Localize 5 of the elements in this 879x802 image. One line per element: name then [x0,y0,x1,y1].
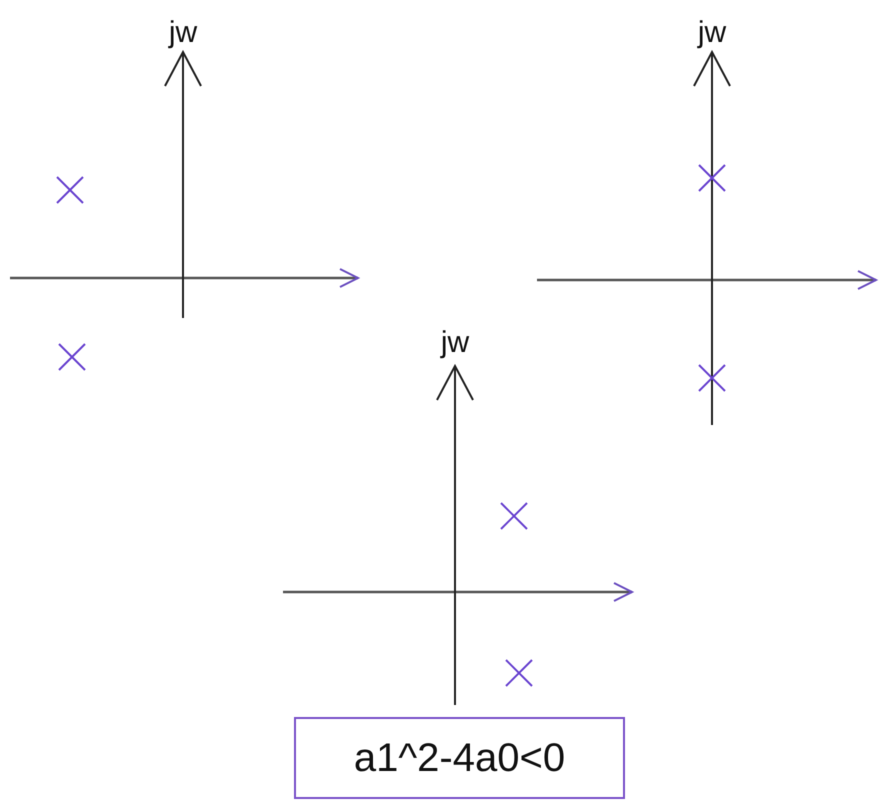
axis-label: jw [168,18,198,48]
axis-label: jw [698,18,726,48]
condition-formula: a1^2-4a0<0 [354,736,566,780]
axis-label: jw [440,328,470,358]
condition-box [294,717,625,799]
